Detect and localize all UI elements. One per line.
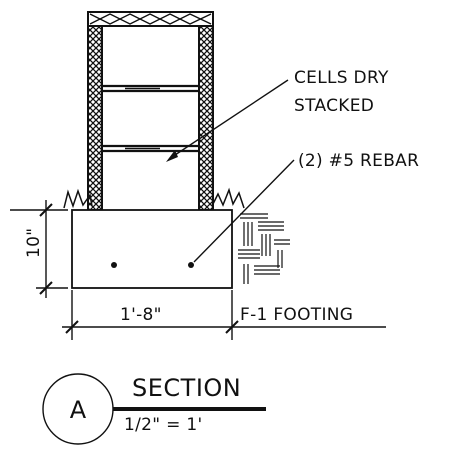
rebar-leader [193, 159, 295, 263]
cells-callout-line2: STACKED [294, 96, 374, 116]
grade-grass [63, 187, 245, 209]
wall-right-face [198, 25, 214, 211]
width-dim-label: 1'-8" [120, 305, 162, 325]
stacked-cell-wall [87, 11, 214, 211]
section-scale: 1/2" = 1' [124, 415, 202, 435]
cell-joints [102, 84, 199, 153]
section-title: SECTION [132, 374, 241, 402]
wall-left-face [87, 25, 103, 211]
section-title-block: A [42, 373, 266, 445]
soil-pattern [238, 213, 290, 284]
footing [71, 209, 233, 289]
height-dimension [10, 200, 68, 298]
cells-callout-line1: CELLS DRY [294, 68, 389, 88]
wall-top-cap [87, 11, 214, 27]
section-marker-letter: A [70, 396, 87, 424]
cells-leader [166, 79, 289, 162]
footing-block [71, 209, 233, 289]
rebar-dot-left [111, 262, 117, 268]
height-dim-label: 10" [24, 228, 44, 258]
rebar-dot-right [188, 262, 194, 268]
width-dimension [62, 290, 386, 340]
footing-callout: F-1 FOOTING [240, 305, 353, 325]
rebar-callout: (2) #5 REBAR [298, 151, 419, 171]
